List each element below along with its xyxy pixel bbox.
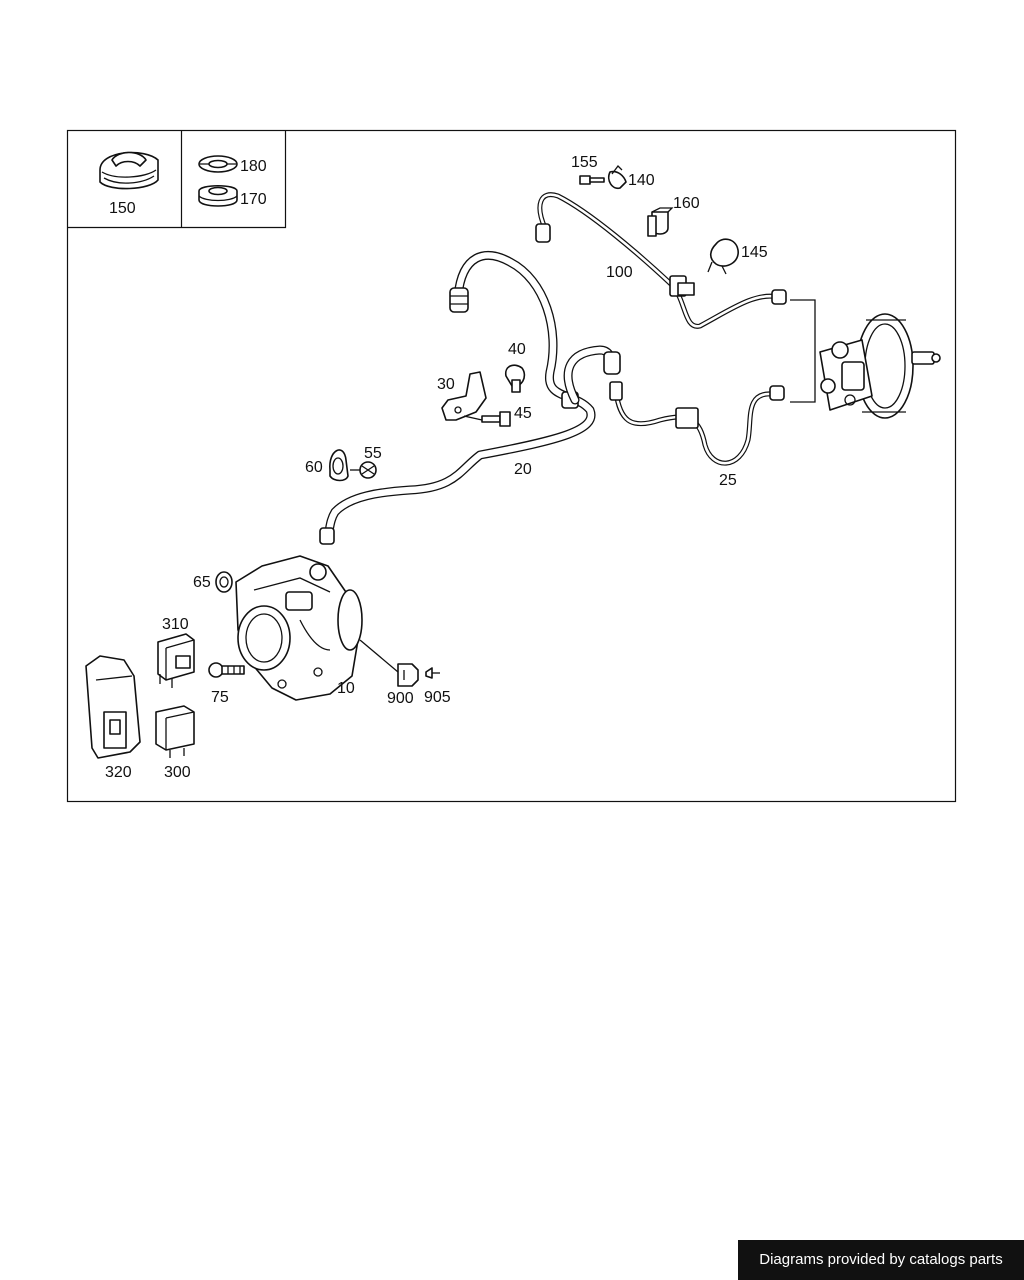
label-75: 75 xyxy=(211,689,229,706)
label-40: 40 xyxy=(508,341,526,358)
label-320: 320 xyxy=(105,764,132,781)
brake-booster-assembly[interactable] xyxy=(819,313,941,419)
part-20-branch-hose[interactable] xyxy=(563,345,621,405)
part-320-holder[interactable] xyxy=(85,655,141,759)
label-155: 155 xyxy=(571,154,598,171)
label-310: 310 xyxy=(162,616,189,633)
part-60-clip[interactable] xyxy=(329,449,349,482)
label-45: 45 xyxy=(514,405,532,422)
part-310-relay[interactable] xyxy=(157,633,195,688)
part-30-bracket[interactable] xyxy=(441,371,487,421)
label-100: 100 xyxy=(606,264,633,281)
part-100-vacuum-pipe[interactable] xyxy=(535,192,787,329)
label-30: 30 xyxy=(437,376,455,393)
label-300: 300 xyxy=(164,764,191,781)
label-60: 60 xyxy=(305,459,323,476)
label-170: 170 xyxy=(240,191,267,208)
diagram-frame xyxy=(66,129,957,803)
label-900: 900 xyxy=(387,690,414,707)
part-labels: 150 180 170 155 140 160 145 100 40 30 45… xyxy=(105,154,768,781)
label-25: 25 xyxy=(719,472,737,489)
part-55-nut[interactable] xyxy=(359,461,377,479)
part-10-vacuum-pump[interactable] xyxy=(235,555,363,701)
inset-box-divider xyxy=(67,130,287,229)
leader-booster xyxy=(790,299,816,403)
leader-30-45 xyxy=(463,415,483,421)
part-145-hose-clamp[interactable] xyxy=(707,238,739,275)
label-10: 10 xyxy=(337,680,355,697)
label-905: 905 xyxy=(424,689,451,706)
part-40-clip[interactable] xyxy=(504,364,526,393)
part-65-gasket[interactable] xyxy=(215,571,233,593)
part-20-vacuum-hose[interactable] xyxy=(319,250,596,545)
part-900-connector[interactable] xyxy=(397,663,419,687)
part-170-ring[interactable] xyxy=(198,184,238,207)
part-75-bolt[interactable] xyxy=(208,662,245,678)
label-160: 160 xyxy=(673,195,700,212)
part-160-clamp[interactable] xyxy=(647,207,674,237)
part-25-vacuum-pipe[interactable] xyxy=(609,381,785,466)
label-150: 150 xyxy=(109,200,136,217)
label-55: 55 xyxy=(364,445,382,462)
part-180-ring[interactable] xyxy=(198,155,238,173)
label-145: 145 xyxy=(741,244,768,261)
part-905-pin[interactable] xyxy=(425,667,440,679)
label-140: 140 xyxy=(628,172,655,189)
footer-credit: Diagrams provided by catalogs parts xyxy=(738,1240,1024,1280)
label-65: 65 xyxy=(193,574,211,591)
part-45-screw[interactable] xyxy=(481,411,511,427)
part-140-clip[interactable] xyxy=(607,165,627,190)
part-150-grommet[interactable] xyxy=(99,151,159,190)
part-155-bolt[interactable] xyxy=(579,175,605,185)
label-180: 180 xyxy=(240,158,267,175)
leader-10-900 xyxy=(359,639,399,673)
label-20: 20 xyxy=(514,461,532,478)
part-300-relay[interactable] xyxy=(155,705,195,758)
